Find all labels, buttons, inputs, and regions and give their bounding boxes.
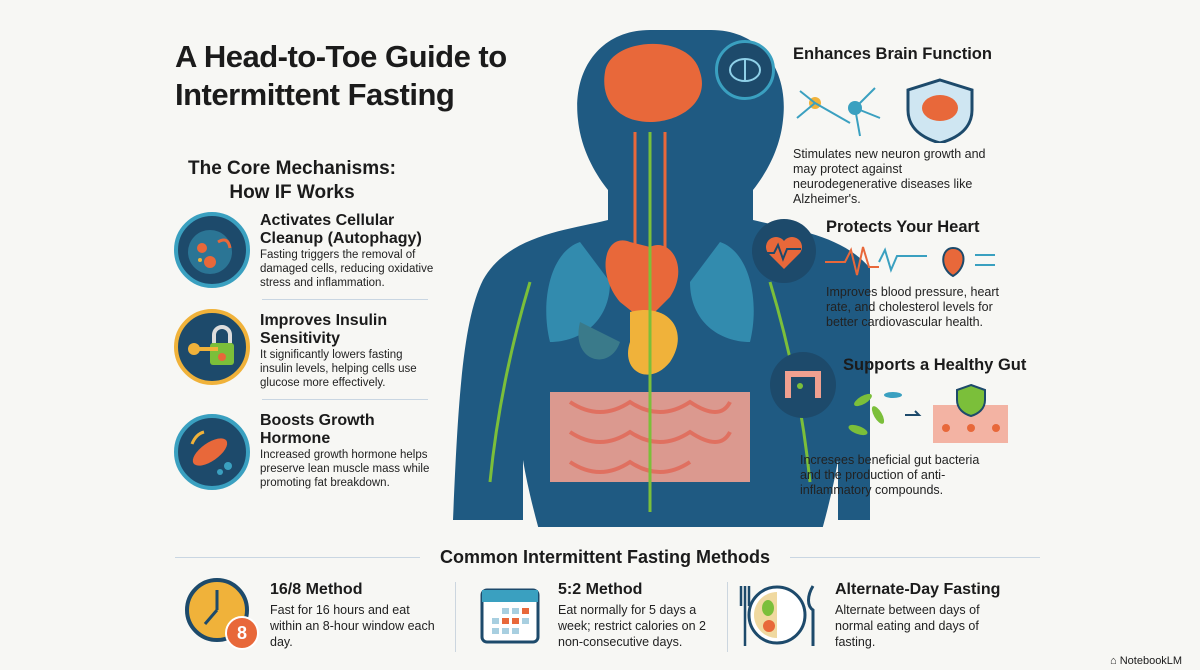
divider (262, 399, 428, 400)
divider (790, 557, 1040, 558)
item-text: It significantly lowers fasting insulin … (260, 349, 417, 389)
benefit-title-brain: Enhances Brain Function (793, 45, 992, 63)
muscle-icon (174, 414, 250, 490)
key-lock-icon (174, 309, 250, 385)
item-title: Improves Insulin (260, 312, 388, 329)
heart-organ (605, 240, 679, 322)
item-title: Hormone (260, 430, 331, 447)
stomach (628, 310, 678, 375)
benefit-title-gut: Supports a Healthy Gut (843, 356, 1027, 374)
clock-icon: 8 (185, 576, 259, 650)
brain-icon (715, 40, 775, 100)
calendar-icon (480, 584, 542, 646)
heartbeat-illustration (825, 246, 995, 278)
neuron-shield-illustration (796, 78, 974, 143)
heart-icon (752, 219, 816, 283)
item-text: Increased growth hormone helps preserve … (260, 449, 430, 489)
method-title: 16/8 Method (270, 581, 363, 598)
item-title: Cleanup (Autophagy) (260, 230, 422, 247)
title-line-1: A Head-to-Toe Guide to (175, 39, 507, 74)
brain-organ (604, 43, 702, 122)
title-line-2: Intermittent Fasting (175, 77, 455, 112)
cell-cleanup-icon (174, 212, 250, 288)
core-heading-line-2: How IF Works (229, 182, 355, 203)
bacteria-gut-lining-illustration (848, 383, 1008, 443)
benefit-text-heart: Improves blood pressure, heart rate, and… (826, 285, 1000, 329)
gut-icon (770, 352, 836, 418)
divider (262, 299, 428, 300)
notebooklm-branding: ⌂ NotebookLM (1110, 655, 1182, 667)
method-text: Eat normally for 5 days a week; restrict… (558, 603, 706, 649)
methods-heading: Common Intermittent Fasting Methods (440, 547, 770, 567)
item-title: Activates Cellular (260, 212, 395, 229)
method-text: Alternate between days of normal eating … (835, 603, 980, 649)
core-mechanisms-heading: The Core Mechanisms: How IF Works (162, 157, 422, 205)
benefit-text-brain: Stimulates new neuron growth and may pro… (793, 147, 986, 206)
benefit-text-gut: Incresees beneficial gut bacteria and th… (800, 453, 980, 497)
notebooklm-logo-icon: ⌂ (1110, 655, 1117, 667)
divider (175, 557, 420, 558)
method-title: Alternate-Day Fasting (835, 581, 1001, 598)
lungs (546, 242, 754, 342)
method-title: 5:2 Method (558, 581, 643, 598)
benefit-title-heart: Protects Your Heart (826, 218, 980, 236)
separator (455, 582, 456, 652)
separator (727, 582, 728, 652)
human-body-illustration (453, 30, 870, 527)
item-text: Fasting triggers the removal of damaged … (260, 249, 434, 289)
plate-icon (735, 580, 820, 650)
branding-text: NotebookLM (1119, 655, 1183, 667)
core-heading-line-1: The Core Mechanisms: (188, 158, 396, 179)
method-text: Fast for 16 hours and eat within an 8-ho… (270, 603, 435, 649)
clock-badge: 8 (225, 616, 259, 650)
item-title: Boosts Growth (260, 412, 375, 429)
item-title: Sensitivity (260, 330, 341, 347)
